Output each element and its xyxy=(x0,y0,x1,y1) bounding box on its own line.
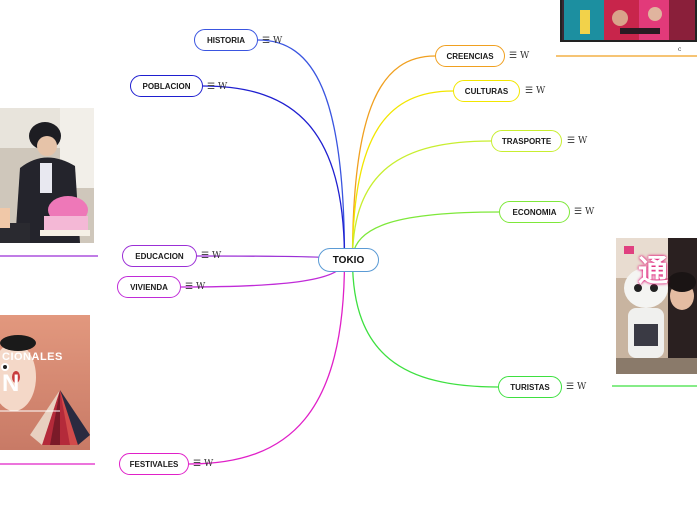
topic-culturas[interactable]: CULTURAS xyxy=(453,80,520,102)
topic-label: HISTORIA xyxy=(206,35,246,45)
topic-label: VIVIENDA xyxy=(130,282,168,292)
festivales-icons: ☰ W xyxy=(193,459,213,469)
notes-icon[interactable]: ☰ xyxy=(185,282,194,292)
topic-label: EDUCACION xyxy=(135,251,184,261)
notes-icon[interactable]: ☰ xyxy=(193,459,202,469)
notes-icon[interactable]: ☰ xyxy=(509,51,518,61)
festival-poster-text: CIONALES xyxy=(2,351,63,363)
topic-label: TURISTAS xyxy=(510,382,550,392)
topic-vivienda[interactable]: VIVIENDA xyxy=(117,276,181,298)
topic-creencias[interactable]: CREENCIAS xyxy=(435,45,505,67)
creencias-icons: ☰ W xyxy=(509,51,529,61)
poblacion-icons: ☰ W xyxy=(207,82,227,92)
notes-icon[interactable]: ☰ xyxy=(566,382,575,392)
historia-icons: ☰ W xyxy=(262,36,282,46)
notes-icon[interactable]: ☰ xyxy=(207,82,216,92)
link-poblacion xyxy=(202,85,346,261)
link-trasporte xyxy=(351,140,492,261)
topic-historia[interactable]: HISTORIA xyxy=(194,29,258,51)
festival-poster-photo[interactable]: CIONALES N xyxy=(0,315,90,450)
notes-icon[interactable]: ☰ xyxy=(525,86,534,96)
culturas-icons: ☰ W xyxy=(525,86,545,96)
topic-educacion[interactable]: EDUCACION xyxy=(122,245,197,267)
link-turistas xyxy=(351,259,499,388)
topic-label: TRASPORTE xyxy=(501,136,552,146)
wiki-icon[interactable]: W xyxy=(519,51,530,61)
topic-poblacion[interactable]: POBLACION xyxy=(130,75,203,97)
notes-icon[interactable]: ☰ xyxy=(574,207,583,217)
notes-icon[interactable]: ☰ xyxy=(567,136,576,146)
turistas-icons: ☰ W xyxy=(566,382,586,392)
image-connector-lines xyxy=(0,55,697,465)
topic-festivales[interactable]: FESTIVALES xyxy=(119,453,189,475)
wiki-icon[interactable]: W xyxy=(217,82,228,92)
festival-poster-letter: N xyxy=(2,370,20,397)
link-historia xyxy=(257,39,346,261)
central-topic-tokio[interactable]: TOKIO xyxy=(318,248,379,272)
robot-sign-text: 通 xyxy=(638,254,668,289)
link-culturas xyxy=(351,90,454,261)
vivienda-icons: ☰ W xyxy=(185,282,205,292)
topic-trasporte[interactable]: TRASPORTE xyxy=(491,130,562,152)
wiki-icon[interactable]: W xyxy=(584,207,595,217)
robot-photo[interactable]: 通 xyxy=(616,238,697,374)
wiki-icon[interactable]: W xyxy=(577,136,588,146)
topic-label: CREENCIAS xyxy=(446,51,494,61)
link-creencias xyxy=(351,55,436,261)
topic-label: ECONOMIA xyxy=(512,207,557,217)
wiki-icon[interactable]: W xyxy=(535,86,546,96)
notes-icon[interactable]: ☰ xyxy=(201,251,210,261)
economia-icons: ☰ W xyxy=(574,207,594,217)
topic-turistas[interactable]: TURISTAS xyxy=(498,376,562,398)
wiki-icon[interactable]: W xyxy=(211,251,222,261)
educacion-icons: ☰ W xyxy=(201,251,221,261)
topic-label: POBLACION xyxy=(142,81,191,91)
topic-label: FESTIVALES xyxy=(129,459,179,469)
students-photo[interactable] xyxy=(0,108,94,243)
kimono-caption: c xyxy=(678,46,682,53)
topic-label: CULTURAS xyxy=(464,86,509,96)
wiki-icon[interactable]: W xyxy=(203,459,214,469)
wiki-icon[interactable]: W xyxy=(195,282,206,292)
kimono-photo[interactable] xyxy=(560,0,697,42)
wiki-icon[interactable]: W xyxy=(272,36,283,46)
topic-economia[interactable]: ECONOMIA xyxy=(499,201,570,223)
wiki-icon[interactable]: W xyxy=(576,382,587,392)
link-festivales xyxy=(188,259,346,465)
notes-icon[interactable]: ☰ xyxy=(262,36,271,46)
central-topic-label: TOKIO xyxy=(332,254,365,266)
trasporte-icons: ☰ W xyxy=(567,136,587,146)
